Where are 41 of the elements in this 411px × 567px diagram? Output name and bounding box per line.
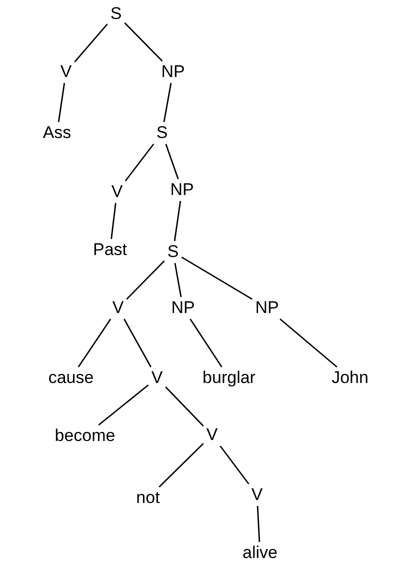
tree-branch [110, 202, 116, 240]
tree-branch [124, 318, 152, 368]
tree-branch [220, 446, 250, 484]
tree-node-label: V [111, 299, 125, 317]
tree-node-label: Past [92, 241, 128, 259]
tree-node-label: V [250, 486, 264, 504]
tree-node-label: V [150, 369, 164, 387]
tree-branch [165, 144, 179, 180]
tree-branch [124, 144, 154, 182]
tree-node-label: NP [160, 63, 186, 81]
tree-node-label: NP [254, 299, 280, 317]
tree-node-label: burglar [202, 369, 256, 387]
tree-branch [124, 22, 163, 62]
tree-node-label: V [205, 426, 219, 444]
tree-branch [78, 318, 112, 368]
tree-branch [256, 506, 260, 542]
tree-branch [190, 318, 222, 368]
tree-node-label: NP [170, 299, 196, 317]
tree-branch [163, 82, 172, 122]
tree-node-label: NP [169, 181, 195, 199]
tree-node-label: V [110, 183, 124, 201]
tree-node-label: alive [242, 544, 278, 562]
tree-node-label: become [54, 427, 116, 445]
tree-branch [158, 443, 204, 488]
tree-branch [280, 318, 338, 368]
tree-branch [126, 260, 165, 300]
tree-branch [165, 386, 204, 426]
tree-node-label: not [135, 489, 161, 507]
tree-node-label: S [109, 5, 123, 23]
tree-branch [58, 82, 66, 122]
tree-branch [174, 262, 182, 298]
tree-node-label: S [166, 243, 180, 261]
tree-node-label: John [330, 369, 370, 387]
tree-node-label: S [155, 124, 169, 142]
tree-branch [98, 384, 149, 426]
tree-branch [174, 200, 182, 242]
tree-branch [74, 24, 108, 62]
tree-node-label: cause [47, 369, 95, 387]
tree-node-label: Ass [42, 124, 72, 142]
tree-node-label: V [59, 63, 73, 81]
tree-branch [181, 256, 253, 300]
